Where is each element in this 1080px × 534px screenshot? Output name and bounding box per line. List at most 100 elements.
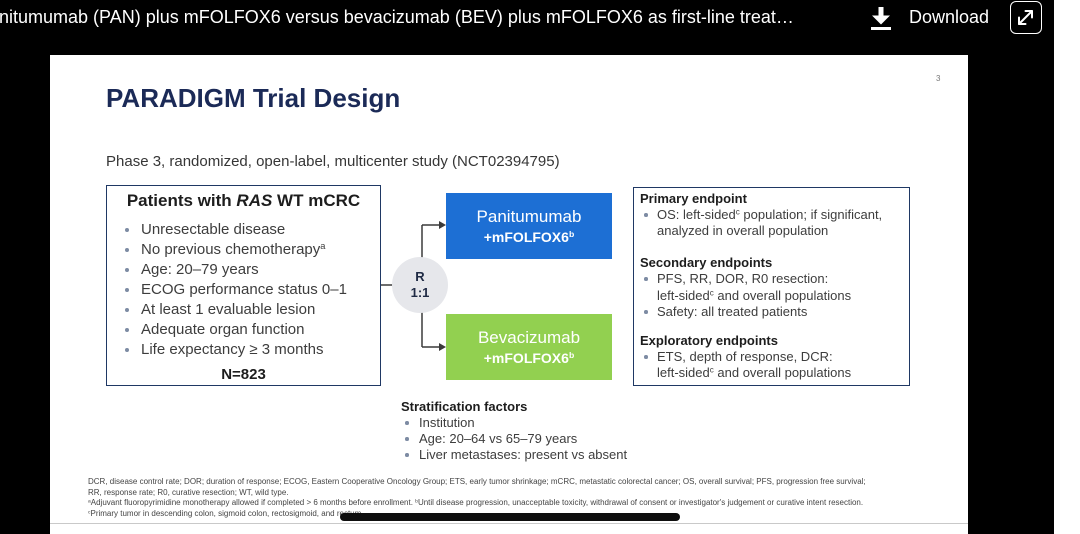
arm-bevacizumab: Bevacizumab +mFOLFOX6b bbox=[446, 314, 612, 380]
criterion-text: Unresectable disease bbox=[141, 221, 286, 238]
footnote-marker: c bbox=[709, 365, 714, 375]
secondary-endpoints-heading: Secondary endpoints bbox=[640, 255, 773, 270]
footnote-text: Primary tumor in descending colon, sigmo… bbox=[90, 509, 364, 519]
sample-size: N=823 bbox=[221, 366, 266, 383]
bullet-icon bbox=[125, 348, 129, 352]
bullet-icon bbox=[125, 288, 129, 292]
endpoint-text: analyzed in overall population bbox=[657, 223, 829, 238]
footnote-marker: b bbox=[415, 499, 418, 505]
endpoint-text: left-sidedc and overall populations bbox=[657, 288, 851, 304]
slide-divider bbox=[50, 523, 968, 524]
arrowhead-icon bbox=[439, 343, 446, 351]
bullet-icon bbox=[125, 308, 129, 312]
bullet-icon bbox=[125, 268, 129, 272]
exploratory-endpoints-heading: Exploratory endpoints bbox=[640, 333, 778, 348]
document-title: nitumumab (PAN) plus mFOLFOX6 versus bev… bbox=[0, 7, 794, 27]
arm-drug: Panitumumab bbox=[476, 207, 582, 226]
eligibility-criterion: ECOG performance status 0–1 bbox=[107, 280, 380, 300]
endpoint-text-part: and overall populations bbox=[713, 288, 852, 303]
footnote-marker: a bbox=[320, 240, 326, 251]
footnote-marker: a bbox=[88, 499, 91, 505]
page-number: 3 bbox=[936, 74, 941, 83]
criterion-text: No previous chemotherapy bbox=[141, 241, 321, 258]
stratification-factor: Institution bbox=[419, 415, 475, 430]
patient-population-box: Patients with RAS WT mCRC Unresectable d… bbox=[106, 185, 381, 386]
bullet-icon bbox=[405, 453, 409, 457]
bullet-icon bbox=[125, 248, 129, 252]
footnote-marker: c bbox=[88, 510, 91, 516]
bullet-icon bbox=[644, 355, 648, 359]
endpoints-box: Primary endpoint OS: left-sidedc populat… bbox=[633, 187, 910, 386]
arm-backbone-text: +mFOLFOX6 bbox=[483, 350, 569, 366]
bullet-icon bbox=[644, 213, 648, 217]
endpoint-text: Safety: all treated patients bbox=[657, 304, 808, 319]
endpoint-text-part: population; if significant, bbox=[739, 207, 883, 222]
endpoint-text: ETS, depth of response, DCR: bbox=[657, 349, 833, 364]
criterion-text: Life expectancy ≥ 3 months bbox=[141, 341, 324, 358]
footnote-line: cPrimary tumor in descending colon, sigm… bbox=[88, 509, 966, 520]
bullet-icon bbox=[125, 228, 129, 232]
right-edge-panel bbox=[1054, 0, 1080, 534]
bullet-icon bbox=[644, 277, 648, 281]
stratification-heading: Stratification factors bbox=[401, 399, 528, 414]
criterion-text: ECOG performance status 0–1 bbox=[141, 281, 347, 298]
eligibility-criterion: Age: 20–79 years bbox=[107, 260, 380, 280]
slide: 3 PARADIGM Trial Design Phase 3, randomi… bbox=[50, 55, 968, 534]
patient-population-heading: Patients with RAS WT mCRC bbox=[107, 190, 380, 212]
randomization-node: R 1:1 bbox=[392, 257, 448, 313]
endpoint-text-part: left-sided bbox=[657, 288, 710, 303]
download-icon bbox=[871, 7, 891, 30]
eligibility-criterion: No previous chemotherapya bbox=[107, 240, 380, 260]
arm-backbone: +mFOLFOX6b bbox=[484, 228, 575, 246]
eligibility-criterion: Adequate organ function bbox=[107, 320, 380, 340]
study-description: Phase 3, randomized, open-label, multice… bbox=[106, 153, 560, 170]
eligibility-criterion: At least 1 evaluable lesion bbox=[107, 300, 380, 320]
footnote-line: aAdjuvant fluoropyrimidine monotherapy a… bbox=[88, 498, 966, 509]
endpoint-text-part: OS: left-sided bbox=[657, 207, 736, 222]
download-button[interactable]: Download bbox=[866, 3, 1000, 33]
bullet-icon bbox=[644, 310, 648, 314]
flow-connectors bbox=[381, 221, 446, 351]
randomization-ratio: 1:1 bbox=[410, 285, 430, 300]
arm-panitumumab: Panitumumab +mFOLFOX6b bbox=[446, 193, 612, 259]
endpoint-text: left-sidedc and overall populations bbox=[657, 365, 851, 381]
endpoint-text-part: left-sided bbox=[657, 365, 710, 380]
randomization-label: R bbox=[415, 269, 425, 284]
criterion-text: Adequate organ function bbox=[141, 321, 305, 338]
primary-endpoint-heading: Primary endpoint bbox=[640, 191, 747, 206]
arrowhead-icon bbox=[439, 221, 446, 229]
footnote-marker: b bbox=[568, 350, 575, 361]
abbreviations-line: DCR, disease control rate; DOR; duration… bbox=[88, 477, 866, 486]
abbreviations-line: RR, response rate; R0, curative resectio… bbox=[88, 487, 289, 497]
eligibility-criterion: Unresectable disease bbox=[107, 220, 380, 240]
home-indicator[interactable] bbox=[340, 513, 680, 521]
arm-drug: Bevacizumab bbox=[477, 328, 581, 347]
expand-icon bbox=[1018, 10, 1033, 25]
footnotes: DCR, disease control rate; DOR; duration… bbox=[88, 477, 966, 520]
stratification-factor: Age: 20–64 vs 65–79 years bbox=[419, 431, 578, 446]
bullet-icon bbox=[125, 328, 129, 332]
slide-title: PARADIGM Trial Design bbox=[106, 83, 401, 113]
heading-text: Patients with bbox=[126, 191, 237, 210]
endpoint-text-part: and overall populations bbox=[713, 365, 852, 380]
arm-backbone: +mFOLFOX6b bbox=[484, 349, 575, 367]
footnote-marker: c bbox=[735, 207, 740, 217]
expand-button[interactable] bbox=[1010, 1, 1042, 34]
endpoint-text: OS: left-sidedc population; if significa… bbox=[657, 207, 882, 223]
footnote-marker: c bbox=[709, 288, 714, 298]
footnote-marker: b bbox=[568, 229, 575, 240]
criterion-text: Age: 20–79 years bbox=[141, 261, 259, 278]
bullet-icon bbox=[405, 421, 409, 425]
eligibility-criterion: Life expectancy ≥ 3 months bbox=[107, 340, 380, 360]
heading-gene-name: RAS bbox=[236, 191, 273, 210]
download-label: Download bbox=[909, 7, 990, 27]
heading-text: WT mCRC bbox=[272, 191, 361, 210]
endpoint-text: PFS, RR, DOR, R0 resection: bbox=[657, 271, 829, 286]
footnote-text: Adjuvant fluoropyrimidine monotherapy al… bbox=[90, 498, 416, 508]
arm-backbone-text: +mFOLFOX6 bbox=[483, 229, 569, 245]
stratification-factor: Liver metastases: present vs absent bbox=[419, 447, 628, 462]
footnote-text: Until disease progression, unacceptable … bbox=[417, 498, 864, 508]
bullet-icon bbox=[405, 437, 409, 441]
eligibility-list: Unresectable disease No previous chemoth… bbox=[107, 220, 380, 360]
criterion-text: At least 1 evaluable lesion bbox=[141, 301, 316, 318]
